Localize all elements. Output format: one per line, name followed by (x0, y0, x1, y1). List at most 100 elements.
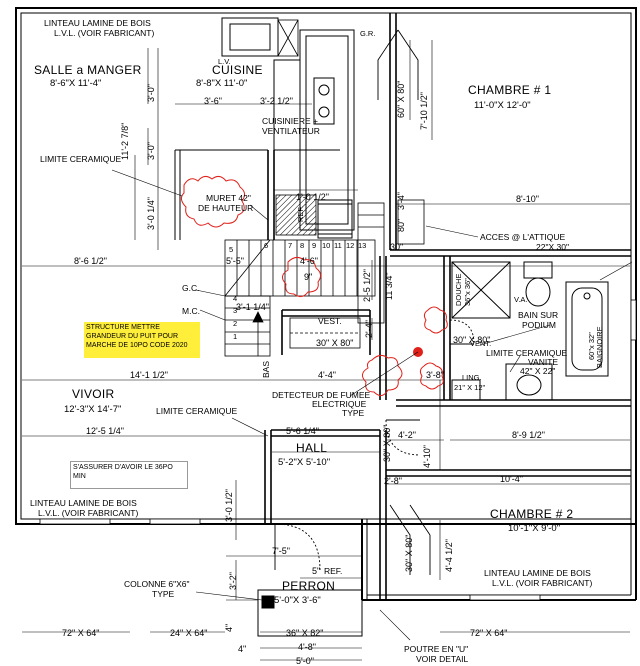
dimension-text: 24" X 64" (170, 628, 207, 638)
dimension-labels: 3'-0" 11'-2 7/8" 3'-0" 3'-0 1/4" 3'-6" 3… (62, 81, 545, 666)
dimension-text: 80" (396, 219, 406, 232)
dimension-text: 2'-4" (364, 320, 374, 338)
dimension-lines (22, 40, 630, 661)
dimension-text: 36" X 82" (286, 628, 323, 638)
room-name-vivoir: VIVOIR (72, 387, 115, 401)
stair-number: 9 (312, 241, 316, 250)
dimension-text: 3'-1 1/4" (236, 302, 269, 312)
room-labels: SALLE a MANGER 8'-6"X 11'-4" CUISINE 8'-… (34, 63, 573, 606)
vest-label: VEST. (318, 316, 342, 326)
interior-walls (264, 13, 631, 600)
leader-lines (111, 169, 633, 641)
dimension-text: 3'-0" (146, 142, 156, 160)
structure-note: STRUCTURE METTRE GRANDEUR DU PUIT POUR M… (84, 322, 200, 358)
vanite-label: VANITE (528, 357, 558, 367)
smoke-detector-icon (349, 347, 423, 397)
windows (39, 299, 637, 601)
limite-ceramique-label: LIMITE CERAMIQUE (486, 348, 568, 358)
dimension-text: 3'-8" (426, 370, 444, 380)
gr-label: G.R. (360, 29, 375, 38)
dimension-text: 30" X 80" (453, 335, 490, 345)
linteau-left-label: L.V.L. (VOIR FABRICANT) (38, 508, 138, 518)
room-name-perron: PERRON (282, 579, 335, 593)
stair-number: 4 (233, 294, 237, 303)
baignoire-label: BAIGNOIRE (595, 326, 604, 368)
dimension-text: 5'-6 1/4" (286, 426, 319, 436)
dimension-text: 8'-10" (516, 194, 539, 204)
stair-number: 12 (346, 241, 354, 250)
colonne-label: COLONNE 6"X6" (124, 579, 190, 589)
dimension-text: 30" X 80" (382, 425, 392, 462)
ref-label: REF. (296, 206, 305, 222)
lv-label: L.V. (218, 57, 231, 66)
dimension-text: 30" X 80" (404, 535, 414, 572)
dimension-text: 4'-10" (422, 445, 432, 468)
dimension-text: 12'-5 1/4" (86, 426, 124, 436)
dimension-text: 4" (238, 644, 246, 654)
dimension-text: 3'-2 1/2" (260, 96, 293, 106)
bathroom-fixtures (451, 261, 609, 401)
stair-number: 2 (233, 319, 237, 328)
stair-number: 1 (233, 332, 237, 341)
dimension-text: 3'-0 1/4" (146, 197, 156, 230)
detecteur-label: ELECTRIQUE (312, 399, 367, 409)
stair-number: 5 (229, 245, 233, 254)
dimension-text: 9" (304, 272, 312, 282)
linteau-left-label: LINTEAU LAMINE DE BOIS (30, 498, 137, 508)
dimension-text: 7'-5" (272, 546, 290, 556)
ref-label: REF. (324, 566, 342, 576)
muret-label: DE HAUTEUR (198, 203, 253, 213)
dimension-text: 11'-2 7/8" (120, 123, 130, 160)
bas-label: BAS (261, 361, 271, 378)
dimension-text: 3'-6" (204, 96, 222, 106)
dimension-text: 11 3/4" (384, 272, 394, 300)
gc-label: G.C. (182, 283, 199, 293)
cuisiniere-label: CUISINIERE + (262, 116, 318, 126)
room-name-hall: HALL (296, 441, 327, 455)
room-dim-cuisine: 8'-8"X 11'-0" (196, 78, 247, 89)
dimension-text: 14'-1 1/2" (130, 370, 168, 380)
room-name-chambre1: CHAMBRE # 1 (468, 83, 551, 97)
dimension-text: 3'-2" (228, 572, 238, 590)
stair-number: 11 (334, 241, 342, 250)
bain-label: PODIUM (522, 320, 556, 330)
refrigerator-icon (317, 199, 353, 239)
baignoire-dim-label: 60"x 32" (587, 332, 596, 360)
dimension-text: 4" (224, 624, 234, 632)
stair-number: 7 (288, 241, 292, 250)
dimension-text: 2'-8" (384, 476, 402, 486)
stair-number: 8 (300, 241, 304, 250)
va-label: V.A. (514, 295, 527, 304)
ling-label: 21" X 12" (454, 383, 486, 392)
douche-dim-label: 36"x 36" (463, 278, 472, 306)
room-name-cuisine: CUISINE (212, 63, 263, 77)
dimension-text: 7'-10 1/2" (419, 92, 429, 130)
dimension-text: 3'-4" (396, 192, 406, 210)
limite-ceramique-label: LIMITE CERAMIQUE (156, 406, 238, 416)
poutre-label: VOIR DETAIL (416, 654, 469, 664)
dishwasher-icon (277, 19, 299, 57)
ling-label: LING. (462, 373, 482, 382)
room-dim-vivoir: 12'-3"X 14'-7" (64, 404, 121, 415)
dimension-text: 4'-6" (300, 256, 318, 266)
dimension-text: 2'-5 1/2" (362, 269, 372, 302)
detecteur-label: TYPE (342, 408, 365, 418)
linteau-top-label: LINTEAU LAMINE DE BOIS (44, 18, 151, 28)
room-name-chambre2: CHAMBRE # 2 (490, 507, 573, 521)
stair-number: 10 (322, 241, 330, 250)
dimension-text: 3'-0" (146, 84, 156, 102)
linteau-right-label: LINTEAU LAMINE DE BOIS (484, 568, 591, 578)
dimension-text: 4'-4" (318, 370, 336, 380)
room-dim-salle-a-manger: 8'-6"X 11'-4" (50, 78, 101, 89)
limite-ceramique-label: LIMITE CERAMIQUE (40, 154, 122, 164)
annotation-labels: LINTEAU LAMINE DE BOIS L.V.L. (VOIR FABR… (30, 18, 604, 664)
room-dim-hall: 5'-2"X 5'-10" (278, 457, 330, 468)
room-name-salle-a-manger: SALLE a MANGER (34, 63, 142, 77)
door-swings (274, 29, 475, 575)
dimension-text: 72" X 64" (62, 628, 99, 638)
stair-number: 6 (264, 241, 268, 250)
stair-number: 13 (358, 241, 366, 250)
staircase (224, 202, 385, 357)
kitchen-hatch (275, 194, 317, 236)
